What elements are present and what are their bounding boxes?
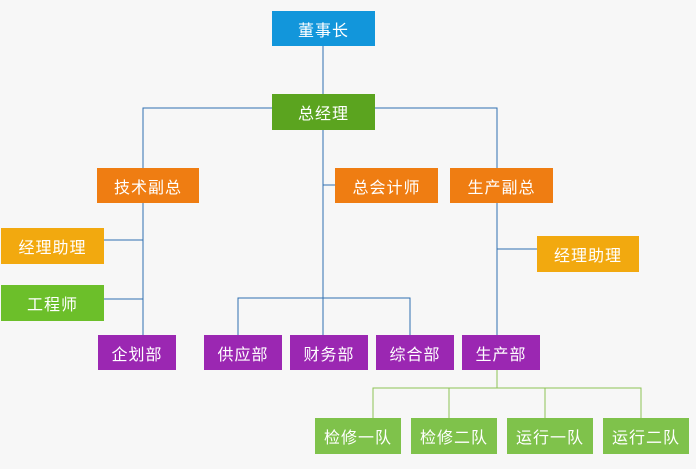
planning-dept-box: 企划部 <box>98 335 176 370</box>
tech-vp-box: 技术副总 <box>97 168 199 203</box>
general-manager-box: 总经理 <box>272 94 375 130</box>
chief-accountant-box: 总会计师 <box>335 168 438 203</box>
supply-dept-box: 供应部 <box>204 335 282 370</box>
maintenance-team-2-box: 检修二队 <box>411 418 497 454</box>
operation-team-1-box: 运行一队 <box>507 418 593 454</box>
production-vp-box: 生产副总 <box>450 168 553 203</box>
tech-assistant-box: 经理助理 <box>1 228 104 264</box>
connector-dept-bus <box>237 297 411 335</box>
chairman-box: 董事长 <box>272 11 375 46</box>
production-dept-box: 生产部 <box>462 335 540 370</box>
operation-team-2-box: 运行二队 <box>603 418 689 454</box>
production-assistant-box: 经理助理 <box>537 236 639 272</box>
finance-dept-box: 财务部 <box>290 335 368 370</box>
general-dept-box: 综合部 <box>376 335 454 370</box>
maintenance-team-1-box: 检修一队 <box>315 418 401 454</box>
connector-team-bus <box>372 387 642 418</box>
engineer-box: 工程师 <box>1 285 104 321</box>
